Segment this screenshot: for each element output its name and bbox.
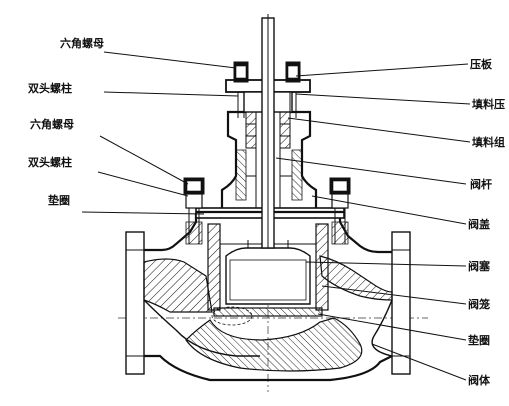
bonnet-stud-right: [329, 177, 351, 245]
label-plug: 阀塞: [468, 259, 491, 273]
lower-bowl-hatch: [185, 317, 363, 372]
inlet-wall-hatch: [143, 258, 213, 313]
valve-body: [125, 212, 411, 382]
left-flange: [125, 231, 145, 375]
labels-right: 压板 填料压 填料组 阀杆 阀盖 阀塞 阀笼 垫圈 阀体: [468, 57, 505, 387]
label-stud-top: 双头螺柱: [28, 81, 72, 95]
top-stud-right: [285, 61, 301, 118]
labels-left: 六角螺母 双头螺柱 六角螺母 双头螺柱 垫圈: [28, 36, 104, 207]
label-packing-set: 填料组: [472, 135, 505, 149]
packing-set: [245, 111, 291, 149]
label-packing-gland: 填料压: [472, 97, 505, 111]
outlet-wall-hatch: [319, 255, 393, 301]
valve-plug: [225, 240, 311, 305]
label-cage: 阀笼: [468, 297, 490, 311]
label-body: 阀体: [468, 373, 491, 387]
top-stud-left: [233, 61, 249, 118]
leader-lines-right: [275, 63, 471, 381]
label-hex-nut-mid: 六角螺母: [30, 117, 74, 131]
label-gland-plate: 压板: [470, 57, 493, 71]
right-flange: [391, 231, 411, 375]
valve-stem: [261, 14, 275, 249]
label-valve-stem: 阀杆: [470, 177, 492, 191]
leader-lines-left: [81, 51, 239, 215]
label-stud-mid: 双头螺柱: [28, 155, 72, 169]
label-bonnet: 阀盖: [468, 217, 490, 231]
label-hex-nut-top: 六角螺母: [60, 36, 104, 50]
valve-cage: [207, 223, 329, 311]
label-gasket-right: 垫圈: [468, 333, 490, 347]
label-gasket-left: 垫圈: [48, 193, 70, 207]
bonnet-stud-left: [183, 177, 205, 245]
seat-gasket: [213, 307, 323, 317]
